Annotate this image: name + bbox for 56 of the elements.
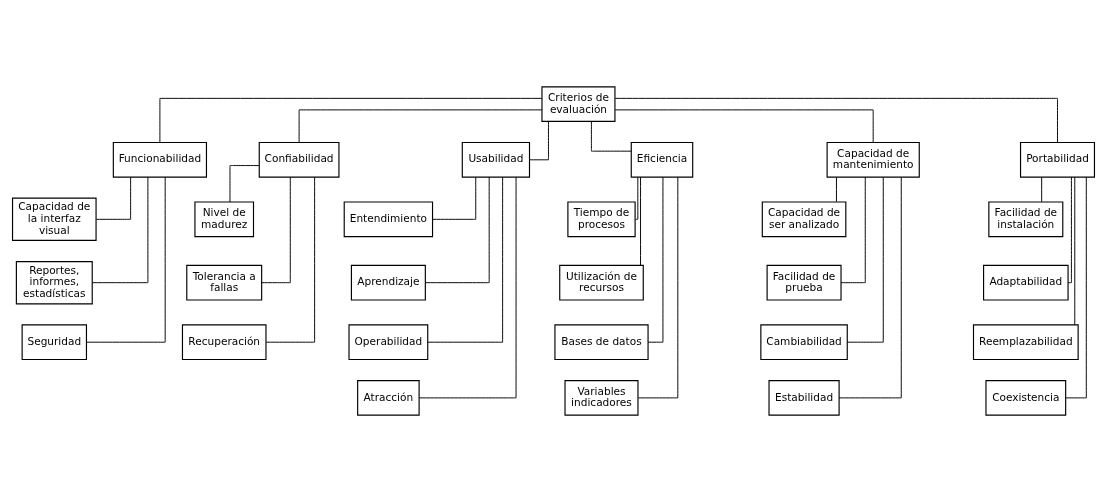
node-box: Adaptabilidad (983, 264, 1069, 301)
node-box: Funcionabilidad (112, 141, 208, 178)
connector (1041, 176, 1043, 202)
node-box: Aprendizaje (350, 264, 426, 301)
node-box: Entendimiento (343, 200, 434, 237)
node-box: Utilización de recursos (559, 264, 644, 301)
node-box: Bases de datos (554, 323, 649, 360)
connector (640, 176, 641, 265)
connector (424, 176, 490, 283)
connector (614, 108, 874, 143)
node-box: Facilidad de prueba (766, 264, 842, 301)
connector (265, 176, 316, 343)
node-box: Coexistencia (985, 379, 1067, 416)
connector (637, 176, 679, 398)
node-box: Nivel de madurez (194, 200, 255, 237)
node-box: Tiempo de procesos (567, 200, 636, 237)
connector (634, 176, 639, 220)
node-box: Reportes, informes, estadísticas (15, 260, 93, 304)
connector (261, 176, 291, 283)
connector (96, 176, 132, 220)
connector (836, 176, 837, 202)
connector (590, 120, 632, 152)
node-box: Recuperación (181, 323, 267, 360)
connector (91, 176, 149, 283)
connector (1065, 176, 1087, 398)
node-box: Operabilidad (348, 323, 429, 360)
connector (838, 176, 902, 398)
node-box: Tolerancia a fallas (186, 264, 263, 301)
node-box: Estabilidad (768, 379, 840, 416)
connector (614, 97, 1058, 143)
connector (529, 120, 549, 160)
connector (846, 176, 884, 343)
node-box: Capacidad de mantenimiento (826, 141, 920, 178)
connector (298, 108, 543, 143)
connector (427, 176, 504, 343)
connector (432, 176, 477, 220)
connector (229, 164, 260, 202)
node-box: Portabilidad (1019, 141, 1096, 178)
connector (86, 176, 166, 343)
connector (1067, 176, 1072, 283)
connector (840, 176, 866, 283)
node-box: Usabilidad (461, 141, 531, 178)
node-box: Capacidad de ser analizado (761, 200, 847, 237)
node-box: Confiabilidad (258, 141, 340, 178)
connector (1074, 176, 1076, 325)
node-box: Variables indicadores (564, 379, 639, 416)
node-box: Facilidad de instalación (988, 200, 1064, 237)
node-box: Reemplazabilidad (972, 323, 1079, 360)
node-box: Cambiabilidad (760, 323, 848, 360)
connector (418, 176, 517, 398)
connector (159, 97, 543, 143)
node-box: Criterios de evaluación (541, 85, 616, 122)
node-box: Atracción (357, 379, 420, 416)
node-box: Seguridad (21, 323, 88, 360)
node-box: Capacidad de la interfaz visual (11, 197, 97, 241)
node-box: Eficiencia (630, 141, 694, 178)
